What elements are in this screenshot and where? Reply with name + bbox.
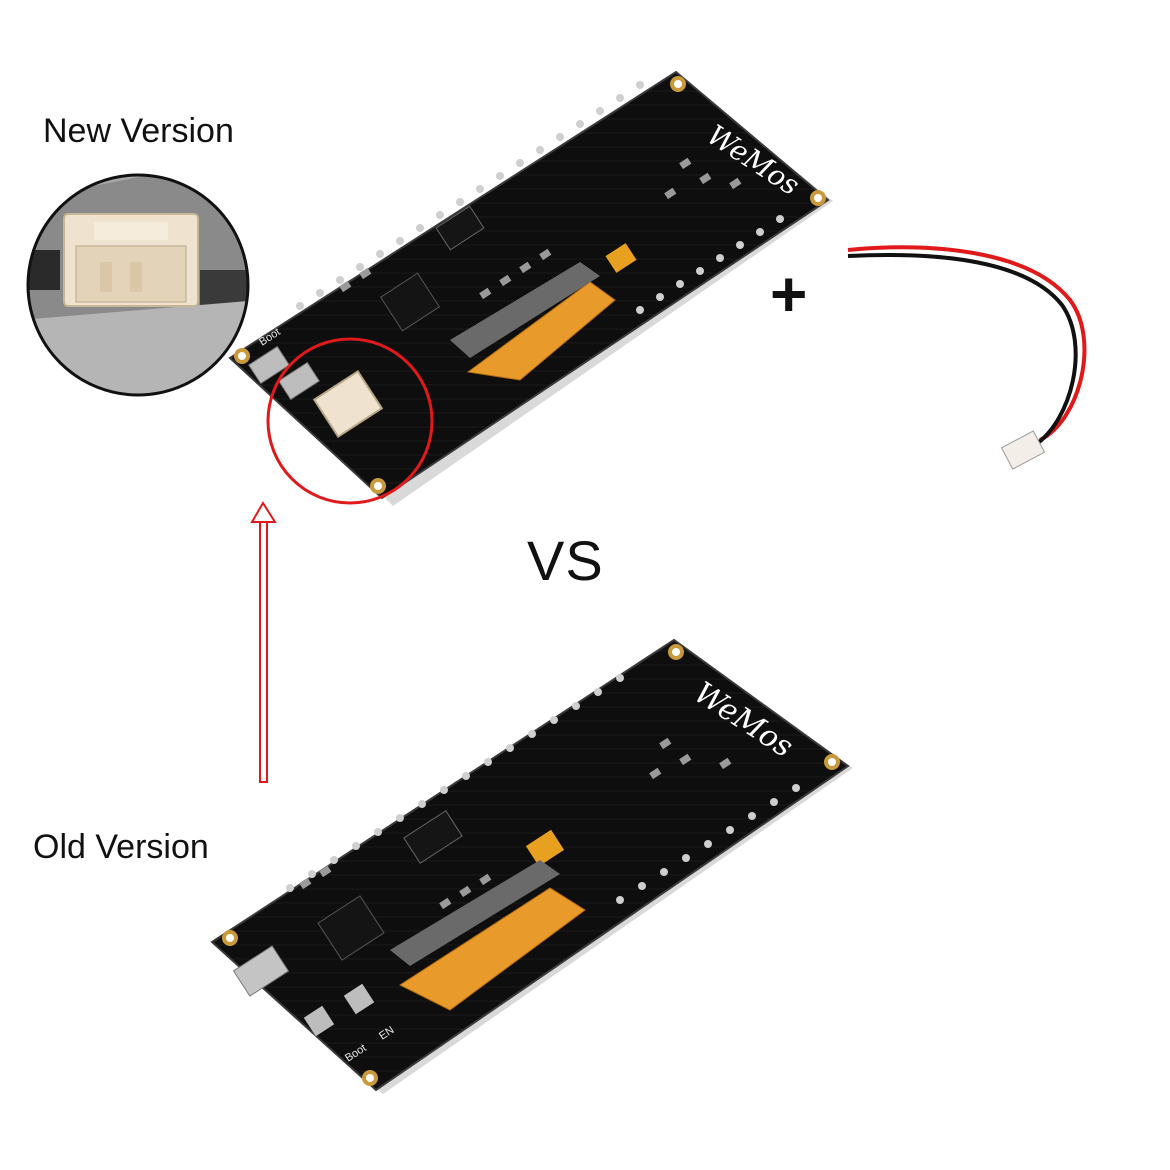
pin-header-old-top [286, 674, 624, 892]
up-arrow-icon [250, 501, 277, 783]
pin-header-bottom [636, 215, 784, 314]
plus-icon: + [770, 258, 808, 330]
new-version-board: WeMos Boot [228, 70, 833, 506]
jst-cable [847, 245, 1087, 470]
highlight-circle-icon [266, 337, 434, 505]
connector-zoom-inset [26, 173, 250, 397]
en-button [343, 983, 375, 1015]
jst-connector-on-board [312, 370, 384, 438]
old-version-board: WeMos Boot EN [210, 638, 853, 1094]
vs-label: VS [527, 529, 604, 592]
pin-header-old-bottom [616, 784, 800, 904]
cable-connector [1000, 430, 1046, 470]
pin-header-top [296, 81, 644, 310]
old-version-label: Old Version [33, 828, 209, 866]
usb-port-old [232, 945, 290, 997]
boot-button [303, 1005, 335, 1037]
new-version-label: New Version [43, 112, 234, 150]
